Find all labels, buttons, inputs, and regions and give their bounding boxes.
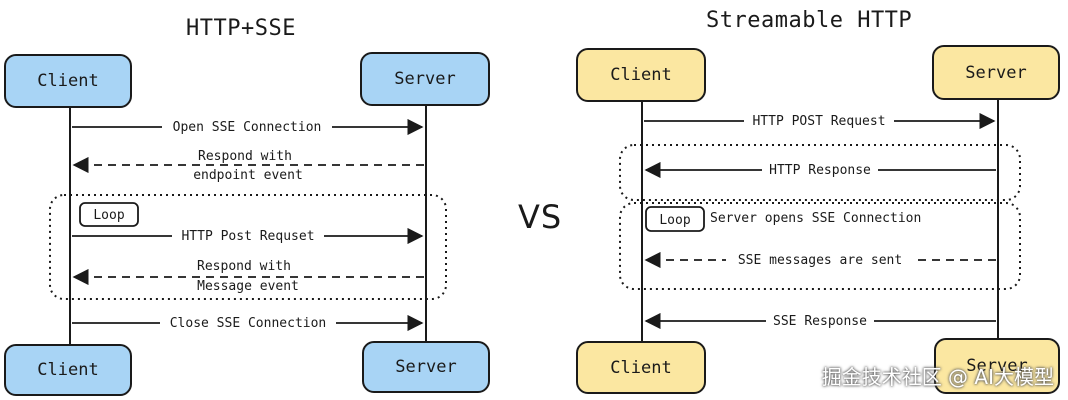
- left-close-label: Close SSE Connection: [170, 316, 327, 331]
- left-server-top-box: Server: [360, 52, 490, 106]
- right-client-bottom-box: Client: [576, 341, 706, 394]
- right-loop-box: [645, 206, 705, 232]
- right-sse-response-label: SSE Response: [773, 314, 867, 329]
- left-respond-endpoint-line2: endpoint event: [193, 168, 303, 183]
- left-server-top-label: Server: [394, 69, 456, 89]
- left-client-top-box: Client: [4, 54, 132, 108]
- right-sse-sent-label: SSE messages are sent: [738, 253, 902, 268]
- right-loop-region: [619, 202, 1021, 290]
- vs-label: VS: [518, 198, 563, 236]
- watermark: 掘金技术社区 @ AI大模型: [821, 365, 1054, 389]
- left-diagram-title: HTTP+SSE: [186, 16, 296, 41]
- right-server-top-box: Server: [932, 45, 1060, 100]
- left-loop-label: Loop: [93, 208, 124, 223]
- right-server-opens-label: Server opens SSE Connection: [710, 211, 921, 226]
- left-respond-endpoint-line1: Respond with: [198, 149, 292, 164]
- left-client-bottom-box: Client: [4, 344, 132, 396]
- right-response-label: HTTP Response: [769, 163, 871, 178]
- left-server-bottom-label: Server: [395, 357, 457, 377]
- left-server-bottom-box: Server: [362, 341, 490, 393]
- left-loop-box: [79, 202, 139, 227]
- left-open-label: Open SSE Connection: [173, 120, 322, 135]
- right-server-bottom-box: Server: [934, 338, 1060, 394]
- right-loop-label: Loop: [659, 213, 690, 228]
- left-respond-message-line2: Message event: [197, 279, 299, 294]
- right-server-top-label: Server: [965, 62, 1027, 83]
- right-client-top-label: Client: [610, 65, 672, 85]
- left-respond-message-line1: Respond with: [197, 259, 291, 274]
- left-post-label: HTTP Post Requset: [181, 229, 314, 244]
- right-client-bottom-label: Client: [610, 357, 672, 378]
- left-loop-region: [49, 194, 447, 300]
- right-server-bottom-label: Server: [966, 356, 1028, 376]
- left-client-top-label: Client: [37, 71, 99, 91]
- left-client-bottom-label: Client: [37, 360, 99, 380]
- right-diagram-title: Streamable HTTP: [706, 8, 913, 33]
- right-post-label: HTTP POST Request: [752, 114, 885, 129]
- right-response-region: [619, 144, 1021, 201]
- right-client-top-box: Client: [576, 48, 706, 102]
